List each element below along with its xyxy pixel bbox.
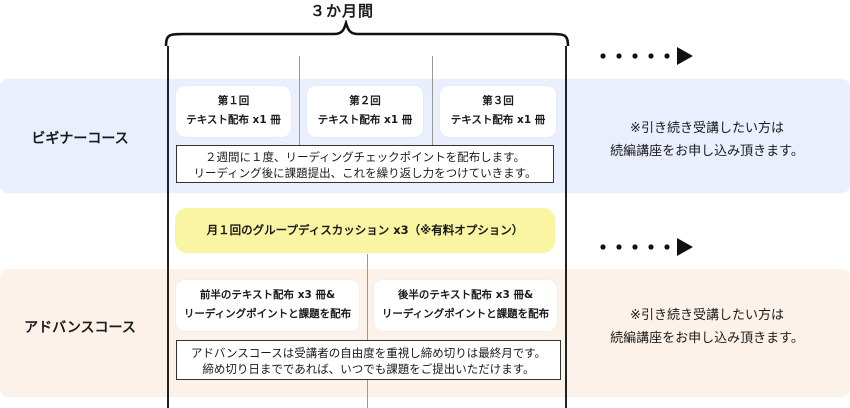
card-text: 前半のテキスト配布 x3 冊& [199,289,336,301]
card-title: 第３回 [482,95,514,107]
month-divider-2 [432,56,433,180]
beginner-card-3: 第３回 テキスト配布 x1 冊 [440,86,556,137]
card-text: テキスト配布 x1 冊 [186,114,281,126]
dotted-arrow-right-icon [600,238,693,256]
group-discussion-option: 月１回のグループディスカッション x3（※有料オプション） [175,208,555,253]
advanced-card-1: 前半のテキスト配布 x3 冊& リーディングポイントと課題を配布 [176,280,359,331]
advanced-continuation-note: ※引き続き受講したい方は 続編講座をお申し込み頂きます。 [610,308,804,346]
card-text: テキスト配布 x1 冊 [450,114,546,126]
beginner-continuation-note: ※引き続き受講したい方は 続編講座をお申し込み頂きます。 [610,121,804,159]
timeline-title: ３か月間 [310,2,375,20]
advanced-course-label: アドバンスコース [24,320,136,336]
card-title: 第２回 [349,95,381,107]
month-divider-1 [299,56,300,180]
timeline-start-line [167,46,169,408]
timeline-end-line [565,46,567,408]
card-text: 後半のテキスト配布 x3 冊& [397,289,534,301]
card-text: リーディングポイントと課題を配布 [381,308,550,320]
advanced-card-2: 後半のテキスト配布 x3 冊& リーディングポイントと課題を配布 [374,280,557,331]
dotted-arrow-right-icon [600,47,693,65]
beginner-card-2: 第２回 テキスト配布 x1 冊 [307,86,423,137]
card-text: リーディングポイントと課題を配布 [183,308,352,320]
curly-brace-icon [164,20,570,47]
half-divider [367,254,368,408]
beginner-card-1: 第１回 テキスト配布 x1 冊 [176,86,291,137]
card-text: テキスト配布 x1 冊 [317,114,413,126]
card-title: 第１回 [217,95,250,107]
beginner-description: ２週間に１度、リーディングチェックポイントを配布します。 リーディング後に課題提… [176,145,554,183]
beginner-course-label: ビギナーコース [31,131,129,147]
advanced-description: アドバンスコースは受講者の自由度を重視し締め切りは最終月です。 締め切り日までで… [176,340,561,380]
